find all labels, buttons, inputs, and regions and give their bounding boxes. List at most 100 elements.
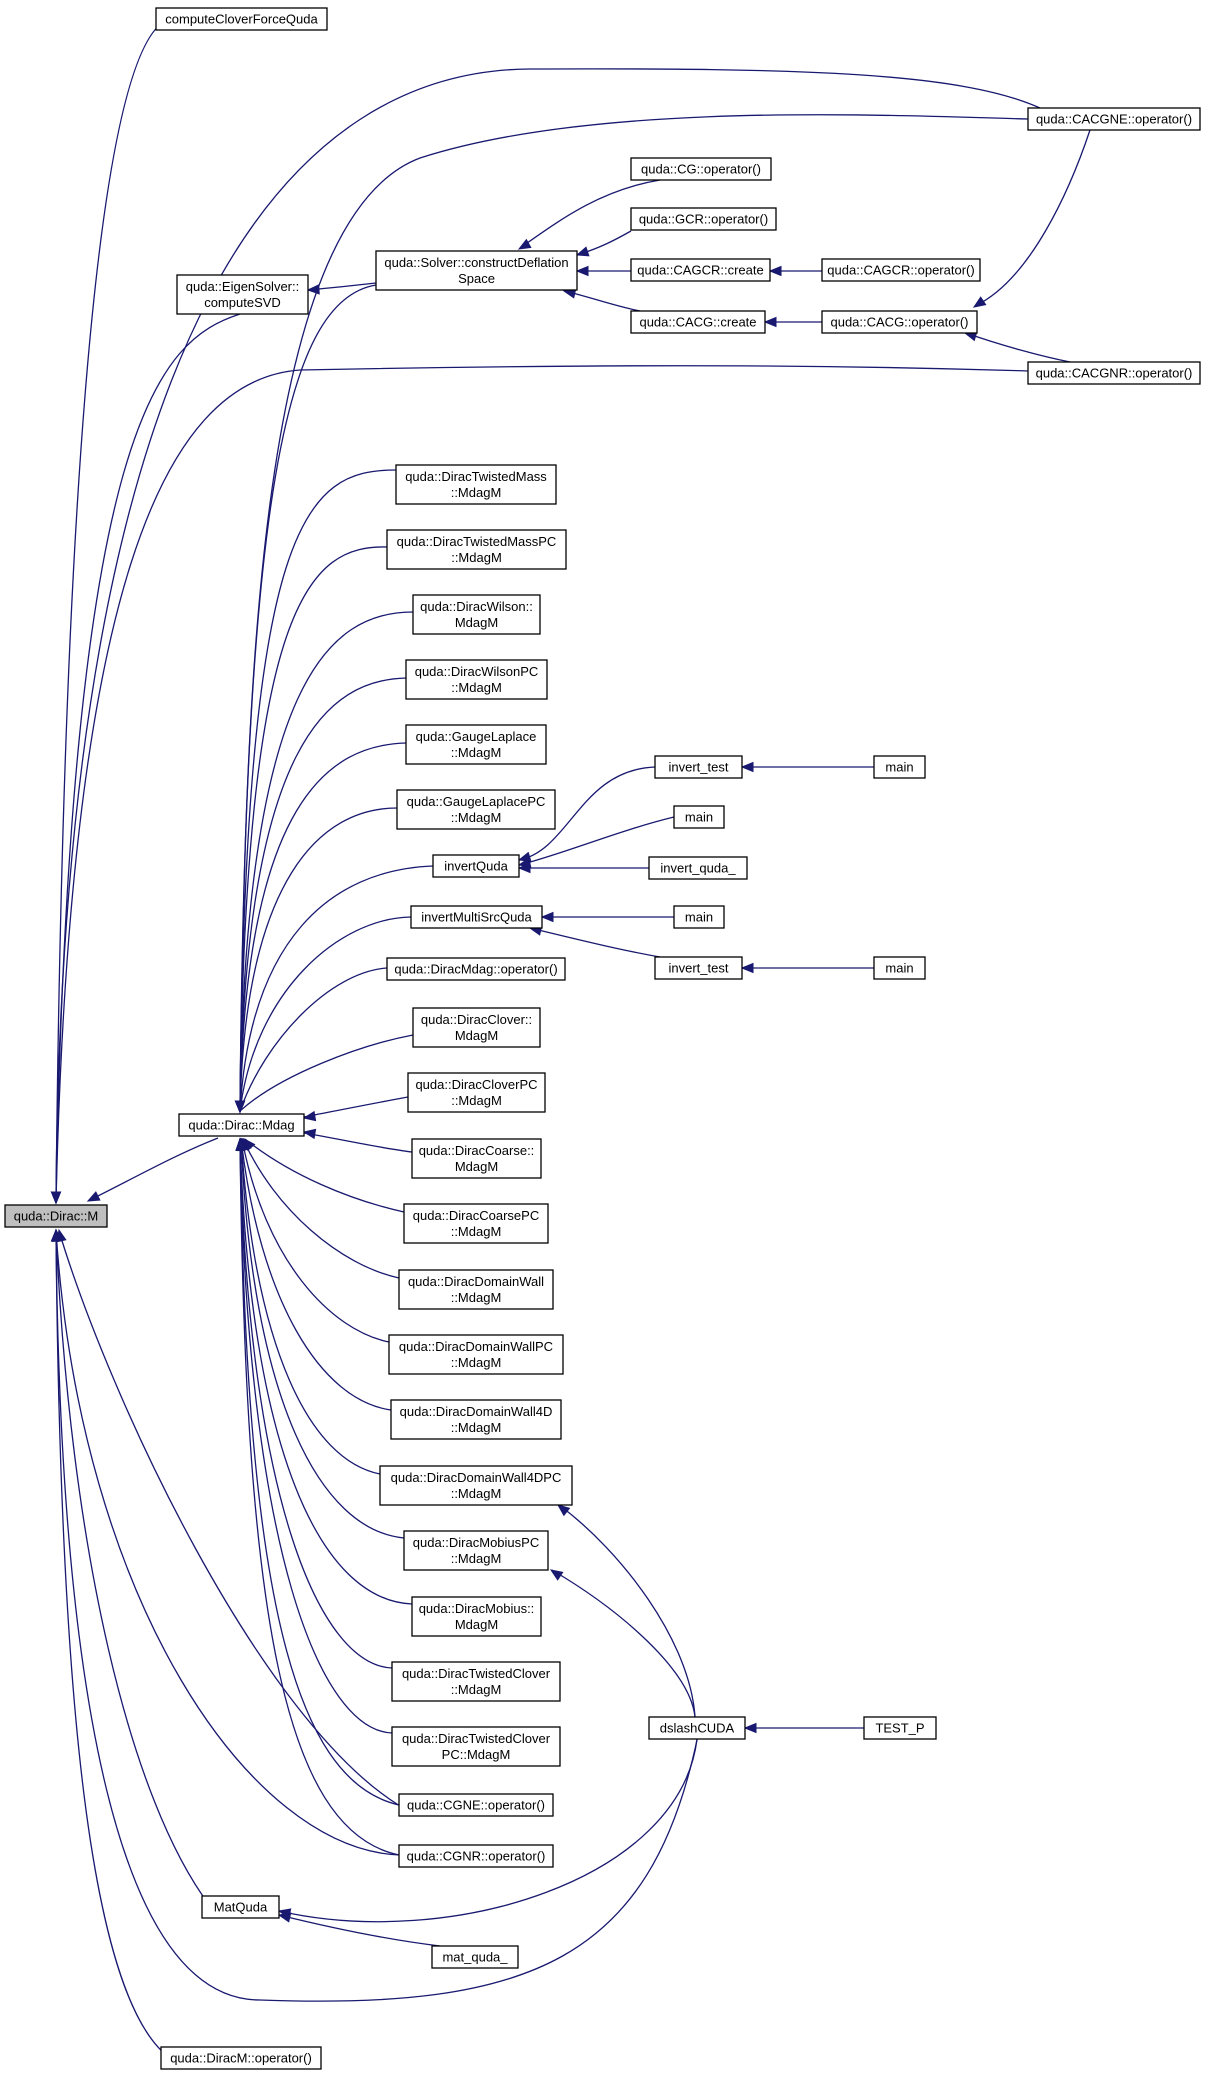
call-edge [278,1914,441,1947]
graph-node-cloverPC[interactable]: quda::DiracCloverPC::MdagM [407,1072,546,1113]
graph-node-coarsePC[interactable]: quda::DiracCoarsePC::MdagM [403,1203,549,1244]
graph-node-matQuda[interactable]: MatQuda [201,1895,280,1919]
graph-node-main4[interactable]: main [873,956,926,980]
graph-node-diracMOp[interactable]: quda::DiracM::operator() [160,2046,322,2070]
node-label: ::MdagM [451,810,502,825]
graph-node-invertMulti[interactable]: invertMultiSrcQuda [410,905,543,929]
graph-node-mob[interactable]: quda::DiracMobius::MdagM [411,1596,542,1637]
graph-node-cagcrCreate[interactable]: quda::CAGCR::create [630,258,771,282]
call-edge [965,332,1071,363]
node-box [648,1716,746,1740]
node-label: main [885,760,913,775]
node-label: ::MdagM [451,485,502,500]
graph-node-M[interactable]: quda::Dirac::M [4,1204,108,1228]
graph-node-dslash[interactable]: dslashCUDA [648,1716,746,1740]
node-label: quda::CG::operator() [641,162,761,177]
call-edge [239,469,397,1112]
graph-node-testP[interactable]: TEST_P [863,1716,937,1740]
graph-node-cacgnrOp[interactable]: quda::CACGNR::operator() [1027,361,1201,385]
graph-node-cgnrOp[interactable]: quda::CGNR::operator() [398,1844,554,1868]
node-label: quda::CACGNR::operator() [1036,366,1193,381]
node-label: quda::CAGCR::operator() [827,263,974,278]
graph-node-cgneOp[interactable]: quda::CGNE::operator() [398,1793,554,1817]
call-edge [529,927,661,958]
node-label: MatQuda [214,1900,268,1915]
node-box [411,1596,542,1637]
graph-node-mobPC[interactable]: quda::DiracMobiusPC::MdagM [403,1530,549,1571]
node-box [673,805,725,829]
graph-node-twMass[interactable]: quda::DiracTwistedMass::MdagM [395,464,557,505]
call-edge [55,365,1029,1203]
node-box [673,905,725,929]
graph-node-twClover[interactable]: quda::DiracTwistedClover::MdagM [391,1661,561,1702]
graph-node-coarse[interactable]: quda::DiracCoarse::MdagM [411,1138,542,1179]
graph-node-main3[interactable]: main [673,905,725,929]
graph-node-invertTest2[interactable]: invert_test [654,956,743,980]
graph-node-gLapPC[interactable]: quda::GaugeLaplacePC::MdagM [396,789,556,830]
node-label: quda::CAGCR::create [637,263,763,278]
arrowhead [575,246,590,257]
graph-node-mdagOp[interactable]: quda::DiracMdag::operator() [386,957,566,981]
graph-node-twMassPC[interactable]: quda::DiracTwistedMassPC::MdagM [386,529,567,570]
graph-node-gcrOp[interactable]: quda::GCR::operator() [630,207,777,231]
call-edge [239,807,398,1112]
node-label: MdagM [455,615,498,630]
graph-node-cacgOp[interactable]: quda::CACG::operator() [821,310,978,334]
graph-node-invertQuda_[interactable]: invert_quda_ [648,856,748,880]
graph-node-invertQuda[interactable]: invertQuda [432,854,520,878]
node-box [395,464,557,505]
call-edge [551,1569,696,1718]
node-box [412,1007,541,1048]
node-label: ::MdagM [451,1224,502,1239]
arrowhead [540,911,554,923]
node-label: ::MdagM [451,550,502,565]
call-edge [239,1138,400,1806]
call-edge [519,179,661,249]
node-label: MdagM [455,1159,498,1174]
graph-node-wilsonPC[interactable]: quda::DiracWilsonPC::MdagM [405,659,548,700]
node-box [178,1113,305,1137]
call-edge [240,1138,381,1475]
graph-node-cagcrOp[interactable]: quda::CAGCR::operator() [821,258,981,282]
call-edge [239,865,434,1112]
graph-node-cgOp[interactable]: quda::CG::operator() [630,157,772,181]
graph-node-dw4PC[interactable]: quda::DiracDomainWall4DPC::MdagM [379,1465,573,1506]
call-edge [240,1138,392,1411]
node-box [403,1530,549,1571]
node-box [375,250,578,291]
node-label: ::MdagM [451,1093,502,1108]
node-label: main [685,810,713,825]
arrowhead [50,1191,62,1205]
graph-node-Mdag[interactable]: quda::Dirac::Mdag [178,1113,305,1137]
node-label: computeSVD [204,295,281,310]
graph-node-wilson[interactable]: quda::DiracWilson::MdagM [412,594,541,635]
call-edge [55,313,241,1203]
node-label: invert_test [669,961,729,976]
call-edge [239,284,377,1112]
graph-node-dw4[interactable]: quda::DiracDomainWall4D::MdagM [390,1399,562,1440]
arrowhead [50,1228,62,1242]
graph-node-matQuda_[interactable]: mat_quda_ [431,1945,519,1969]
node-box [4,1204,108,1228]
graph-node-dw[interactable]: quda::DiracDomainWall::MdagM [398,1269,554,1310]
graph-node-cacgCreate[interactable]: quda::CACG::create [630,310,766,334]
graph-node-main2[interactable]: main [673,805,725,829]
node-box [630,207,777,231]
graph-node-dwPC[interactable]: quda::DiracDomainWallPC::MdagM [388,1334,564,1375]
graph-node-cloverForce[interactable]: computeCloverForceQuda [155,7,328,31]
graph-node-clover[interactable]: quda::DiracClover::MdagM [412,1007,541,1048]
graph-node-gLap[interactable]: quda::GaugeLaplace::MdagM [405,724,547,765]
graph-node-main1[interactable]: main [873,755,926,779]
call-edge [55,1230,401,1856]
graph-node-invertTest1[interactable]: invert_test [654,755,743,779]
graph-node-cacgneOp[interactable]: quda::CACGNE::operator() [1027,107,1201,131]
node-label: quda::CACGNE::operator() [1036,112,1192,127]
arrowhead [549,1569,564,1581]
node-box [411,1138,542,1179]
graph-node-eigenSVD[interactable]: quda::EigenSolver::computeSVD [176,274,309,315]
call-edge [58,1230,401,1807]
